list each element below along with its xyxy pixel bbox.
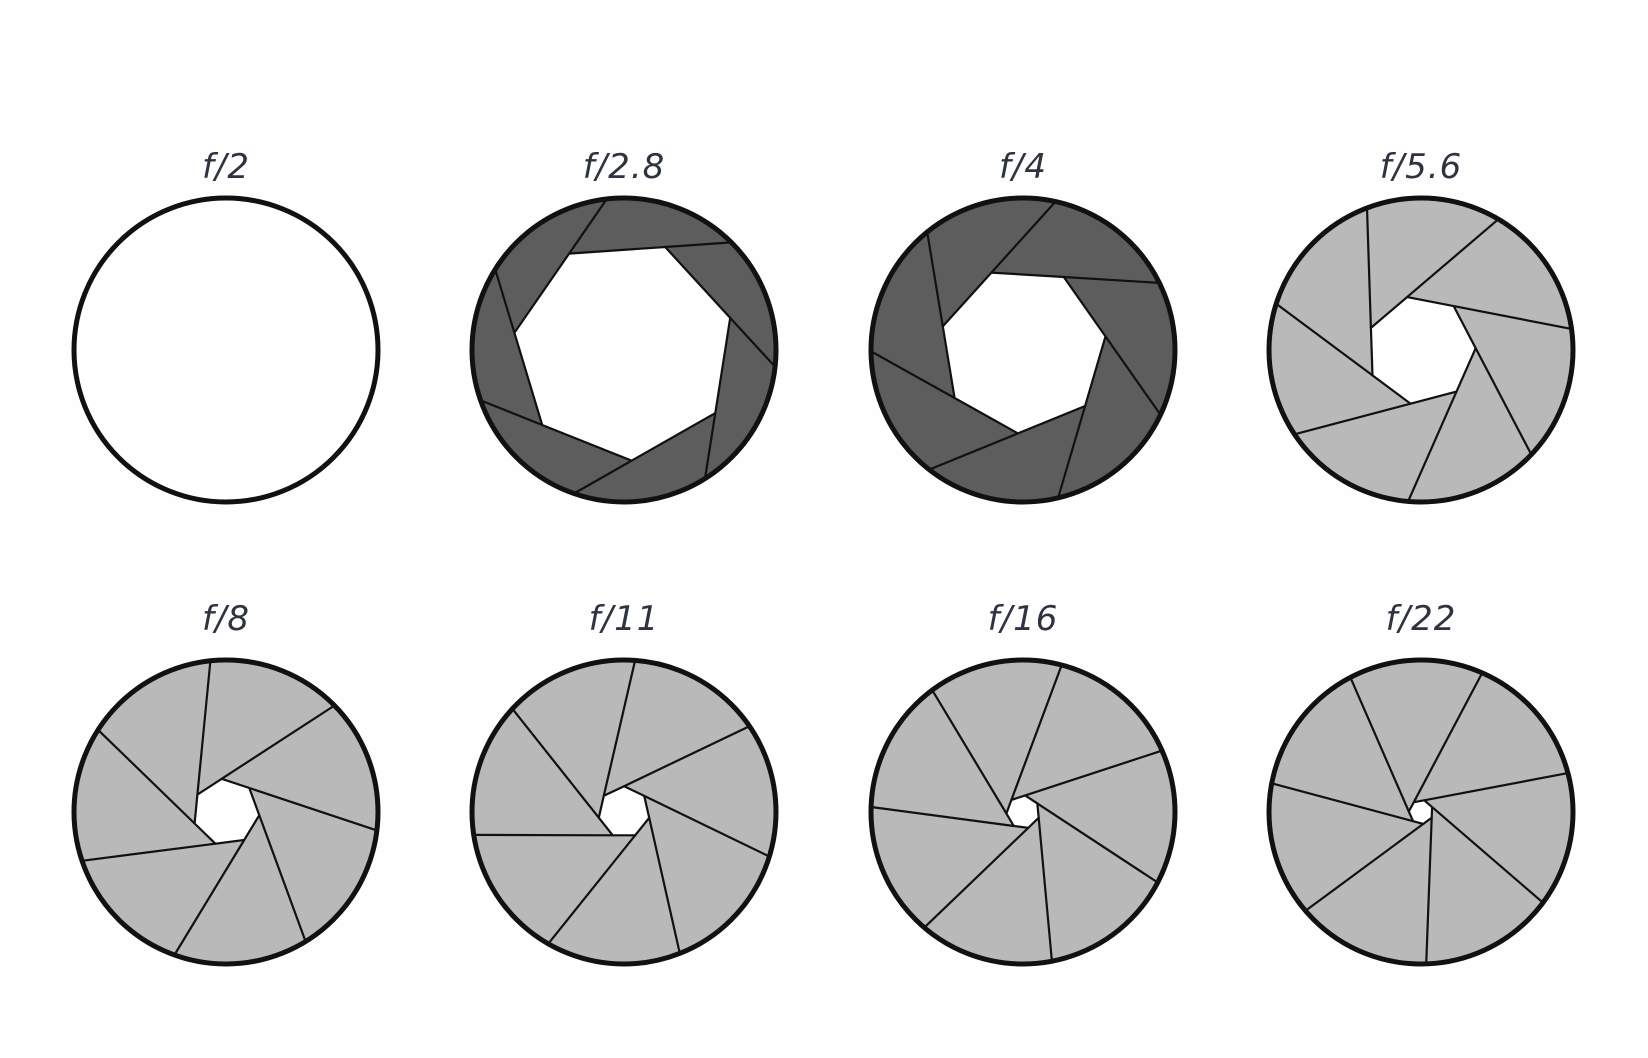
blade-edge xyxy=(990,200,1057,274)
blade-edge xyxy=(870,805,1014,828)
f-stop-label: f/22 xyxy=(1386,599,1457,639)
blade-edge xyxy=(648,817,681,954)
aperture-outline xyxy=(868,195,1178,505)
aperture-panel: f/4 xyxy=(868,147,1178,505)
blade-edge xyxy=(643,794,770,858)
blade-edge xyxy=(623,725,750,788)
blade-edge xyxy=(1412,672,1484,803)
blade-edge xyxy=(1425,817,1433,964)
aperture-outline xyxy=(71,195,381,505)
blade-edge xyxy=(1024,749,1163,797)
aperture-opening xyxy=(1005,794,1040,830)
aperture-panel: f/5.6 xyxy=(1266,147,1576,505)
blade-edge xyxy=(1423,772,1569,802)
blade-edge xyxy=(81,842,216,862)
f-stop-label: f/8 xyxy=(202,599,250,639)
aperture-outline xyxy=(1266,195,1576,505)
aperture-outline xyxy=(71,657,381,967)
aperture-panel: f/11 xyxy=(469,599,779,967)
blade-edge xyxy=(926,231,944,327)
f-stop-label: f/2 xyxy=(202,147,250,187)
blade-edge xyxy=(928,432,1019,471)
blade-edge xyxy=(1431,806,1544,904)
blade-edge xyxy=(97,729,196,825)
blade-edge xyxy=(573,459,633,495)
blade-edge xyxy=(1365,207,1372,328)
aperture-opening xyxy=(597,784,651,837)
aperture-panel: f/2.8 xyxy=(469,147,779,505)
aperture-panel: f/22 xyxy=(1266,599,1576,967)
blade-edge xyxy=(1010,664,1063,801)
blade-edge xyxy=(1406,218,1500,298)
blade-edge xyxy=(1304,823,1424,912)
blade-edge xyxy=(1349,676,1410,812)
blade-edge xyxy=(931,689,1008,815)
blade-edge xyxy=(703,412,717,479)
aperture-panel: f/2 xyxy=(71,147,381,505)
aperture-outline xyxy=(469,657,779,967)
aperture-outline xyxy=(868,657,1178,967)
aperture-panel: f/8 xyxy=(71,599,381,967)
aperture-opening xyxy=(941,271,1107,435)
aperture-outline xyxy=(1266,657,1576,967)
blade-edge xyxy=(1407,391,1458,502)
blade-edge xyxy=(196,660,212,795)
aperture-opening xyxy=(513,245,732,462)
blade-edge xyxy=(568,198,608,255)
blade-edge xyxy=(248,786,378,832)
blade-edge xyxy=(602,660,637,797)
f-stop-label: f/4 xyxy=(999,147,1047,187)
f-stop-label: f/2.8 xyxy=(583,147,666,187)
blade-edge xyxy=(258,814,307,942)
blade-edge xyxy=(1271,782,1414,823)
blade-edge xyxy=(1294,402,1411,436)
blade-edge xyxy=(1104,335,1162,416)
blade-edge xyxy=(1036,802,1159,884)
blade-edge xyxy=(480,399,543,427)
aperture-opening xyxy=(193,777,261,845)
blade-edge xyxy=(665,241,732,249)
f-stop-label: f/11 xyxy=(589,599,660,639)
blade-edge xyxy=(729,317,776,368)
aperture-panel: f/16 xyxy=(868,599,1178,967)
blade-edge xyxy=(923,827,1029,929)
blade-edge xyxy=(870,350,956,399)
blade-edge xyxy=(494,268,516,334)
blade-edge xyxy=(1453,305,1572,330)
blade-edge xyxy=(1474,347,1533,456)
blade-edge xyxy=(547,834,637,945)
aperture-opening xyxy=(1369,295,1477,405)
aperture-outline xyxy=(469,195,779,505)
aperture-opening xyxy=(1407,799,1434,826)
blade-edge xyxy=(173,839,246,956)
blade-edge xyxy=(1275,302,1374,377)
blade-edge xyxy=(511,708,600,819)
blade-edge xyxy=(221,704,336,780)
blade-edge xyxy=(1057,405,1087,499)
f-stop-label: f/5.6 xyxy=(1380,147,1463,187)
f-stop-label: f/16 xyxy=(988,599,1059,639)
blade-edge xyxy=(1037,817,1053,962)
blade-edge xyxy=(1063,275,1160,284)
